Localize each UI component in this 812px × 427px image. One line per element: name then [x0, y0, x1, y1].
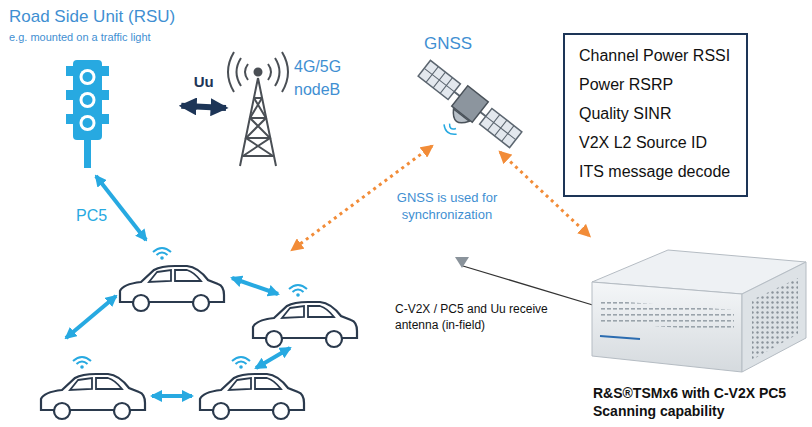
traffic-light — [66, 90, 74, 100]
traffic-light — [101, 66, 109, 76]
cell-tower — [255, 69, 262, 76]
traffic-light — [101, 114, 109, 124]
antenna — [455, 257, 469, 268]
scanner-device — [742, 262, 806, 372]
satellite — [418, 60, 460, 99]
traffic-light — [83, 72, 93, 82]
rsu-node: Road Side Unit (RSU) e.g. mounted on a tr… — [5, 5, 179, 165]
node-text: Quality SINR — [579, 99, 730, 128]
traffic-light — [101, 90, 109, 100]
satellite — [480, 108, 522, 147]
traffic-light — [84, 138, 91, 168]
node-text: ITS message decode — [579, 157, 730, 186]
satellite — [449, 109, 470, 128]
cell-tower — [228, 52, 288, 166]
vehicles — [41, 374, 145, 419]
gnss-node: GNSS — [412, 30, 522, 150]
pc5-links — [66, 296, 116, 338]
pc5-links — [66, 176, 290, 396]
scanner-node: R&S®TSMx6 with C-V2X PC5 Scanning capabi… — [585, 238, 809, 424]
traffic-light — [80, 92, 96, 108]
cell-tower — [243, 98, 273, 156]
scanner-device — [600, 300, 734, 332]
scanner-device — [592, 250, 806, 372]
pc5-links — [232, 278, 278, 294]
vehicles — [73, 357, 91, 369]
node-text: GNSS — [424, 34, 516, 54]
antenna-label: C-V2X / PC5 and Uu receive antenna (in-f… — [395, 302, 560, 333]
vehicles — [120, 266, 224, 311]
vehicles — [41, 248, 357, 419]
connector-arrow — [181, 106, 226, 108]
cell-tower — [243, 98, 273, 156]
cell-tower — [240, 78, 276, 166]
satellite — [418, 60, 460, 99]
traffic-light — [73, 60, 102, 140]
vehicles — [200, 374, 304, 419]
vehicles — [289, 285, 307, 297]
traffic-light — [83, 95, 93, 105]
node-text: Power RSRP — [579, 70, 730, 99]
antenna — [463, 266, 596, 306]
pc5-links — [256, 348, 290, 368]
nodeb-node: 4G/5G nodeB — [228, 55, 345, 170]
cell-tower — [268, 52, 288, 92]
traffic-light — [66, 66, 74, 76]
scanner-device — [752, 278, 798, 360]
satellite — [402, 58, 524, 168]
cell-tower — [228, 52, 248, 92]
traffic-light — [83, 118, 93, 128]
antenna — [455, 257, 596, 306]
satellite — [442, 121, 460, 137]
scanner-device — [600, 336, 640, 339]
traffic-light — [80, 115, 96, 131]
satellite — [480, 108, 522, 147]
interface-label: PC5 — [76, 206, 107, 227]
traffic-light — [66, 60, 109, 168]
measurement-box: Channel Power RSSIPower RSRPQuality SINR… — [563, 33, 748, 197]
connector-label: Uu — [191, 73, 217, 90]
node-text: V2X L2 Source ID — [579, 128, 730, 157]
node-text: R&S®TSMx6 with C-V2X PC5 Scanning capabi… — [593, 384, 793, 420]
node-text: e.g. mounted on a traffic light — [9, 31, 175, 44]
vehicles — [253, 302, 357, 347]
node-text: 4G/5G nodeB — [294, 55, 341, 101]
traffic-light — [80, 69, 96, 85]
node-text: Channel Power RSSI — [579, 41, 730, 70]
vehicles — [153, 248, 171, 260]
note-label: GNSS is used for synchronization — [388, 190, 506, 224]
traffic-light — [66, 114, 74, 124]
node-text: Road Side Unit (RSU) — [9, 7, 175, 27]
scanner-device — [592, 282, 742, 372]
vehicles — [232, 357, 250, 369]
pc5-links — [152, 394, 192, 398]
